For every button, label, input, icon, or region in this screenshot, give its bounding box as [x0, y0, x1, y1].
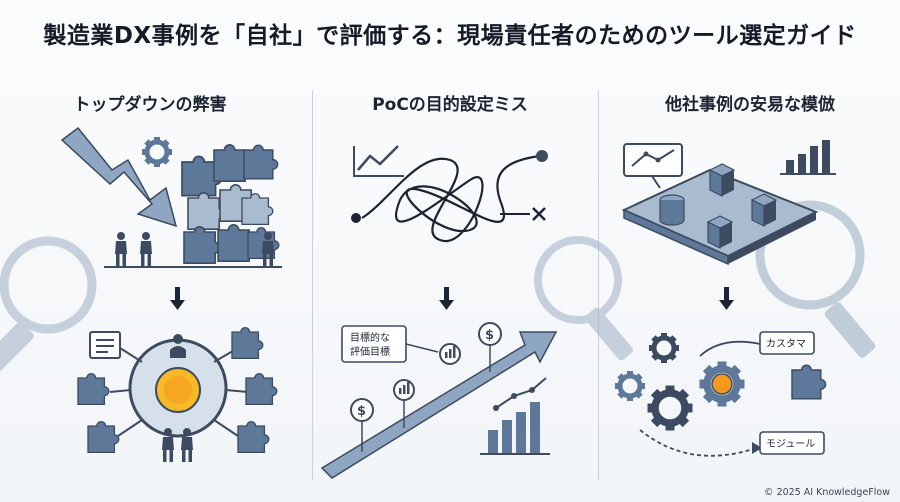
- growth-arrow-icon: [320, 331, 558, 479]
- cube-icon: [750, 193, 778, 227]
- topdown-top-illustration: [60, 126, 282, 268]
- topdown-hub-diagram: [77, 326, 278, 462]
- gear-icon: [615, 371, 645, 401]
- cylinder-icon: [659, 194, 685, 226]
- custom-label: カスタマ: [759, 331, 815, 355]
- magnifier-icon: [534, 236, 633, 361]
- module-label: モジュール: [759, 431, 825, 455]
- svg-text:モジュール: モジュール: [766, 439, 815, 450]
- imitation-gears-illustration: カスタマ モジュール: [615, 331, 827, 457]
- dollar-icon: $: [478, 322, 502, 372]
- copyright-text: © 2025 AI KnowledgeFlow: [764, 487, 890, 498]
- gear-icon: [649, 333, 679, 363]
- line-chart-icon: [623, 143, 683, 189]
- puzzle-icon: [791, 364, 827, 400]
- imitation-top-illustration: [621, 140, 836, 266]
- downtrend-arrow-icon: [60, 126, 178, 228]
- puzzle-icon: [181, 144, 279, 197]
- column-title-imitation: 他社事例の安易な模倣: [665, 95, 835, 115]
- person-icon: [170, 334, 186, 358]
- bar-chart-icon: [480, 402, 550, 455]
- gear-icon: [142, 137, 172, 167]
- magnifier-icon: [755, 200, 876, 358]
- column-title-poc: PoCの目的設定ミス: [372, 95, 528, 115]
- magnifier-icon: [0, 236, 97, 384]
- bar-chart-icon: [780, 140, 836, 175]
- page-title: 製造業DX事例を「自社」で評価する：現場責任者のためのツール選定ガイド: [43, 23, 857, 49]
- poc-growth-illustration: 目標的な 評価目標 $ $: [320, 322, 558, 479]
- svg-text:カスタマ: カスタマ: [766, 338, 806, 350]
- arrow-down-icon: [170, 287, 185, 310]
- svg-text:目標的な: 目標的な: [350, 331, 390, 344]
- svg-text:$: $: [485, 328, 494, 343]
- gear-icon: [648, 386, 693, 431]
- cube-icon: [708, 163, 736, 197]
- dollar-icon: $: [350, 398, 374, 452]
- x-mark-icon: [532, 207, 546, 221]
- arrow-down-icon: [439, 287, 454, 310]
- svg-text:評価目標: 評価目標: [350, 345, 390, 358]
- svg-text:$: $: [357, 404, 366, 419]
- column-title-topdown: トップダウンの弊害: [73, 95, 227, 115]
- poc-top-illustration: [351, 145, 548, 243]
- document-icon: [89, 331, 121, 359]
- column-divider-left: [312, 90, 313, 480]
- goal-label: 目標的な 評価目標: [341, 325, 439, 363]
- column-divider-right: [598, 90, 599, 480]
- arrow-down-icon: [719, 287, 734, 310]
- bar-chart-icon: [439, 343, 461, 365]
- bar-chart-icon: [393, 379, 415, 428]
- cube-icon: [706, 215, 734, 249]
- line-chart-icon: [353, 145, 404, 177]
